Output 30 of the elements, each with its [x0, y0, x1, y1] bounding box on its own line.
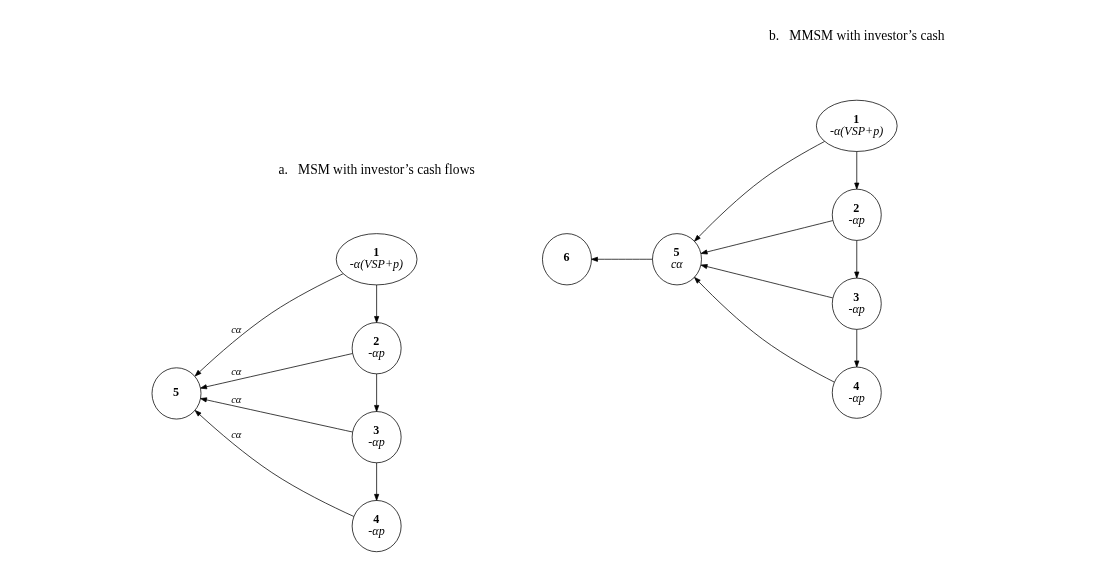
arrow [194, 273, 343, 377]
arrow [373, 284, 379, 323]
node-circle: 2 -αp [351, 322, 401, 375]
arrow [373, 373, 379, 412]
arrow [700, 264, 833, 299]
node-circle: 3 -αp [831, 277, 882, 330]
edge-label: cα [230, 324, 241, 336]
arrow [693, 141, 825, 242]
arrow [693, 277, 835, 383]
arrow [853, 151, 859, 190]
arrow [700, 220, 833, 255]
node-circle: 2 -αp [831, 188, 882, 241]
arrow [199, 353, 353, 390]
edge-label: cα [230, 429, 241, 441]
arrow [853, 329, 859, 368]
label: a. MSM with investor’s cash flows [278, 161, 475, 177]
label: b. MMSM with investor’s cash [768, 28, 945, 44]
arrow [194, 410, 354, 517]
node-circle: 3 -αp [351, 411, 401, 464]
node-circle: 6 [541, 233, 592, 286]
node-ellipse: 1 -α(VSP+p) [815, 99, 898, 152]
node-ellipse: 1 -α(VSP+p) [335, 233, 417, 286]
arrow [853, 240, 859, 279]
edge-label: cα [230, 393, 241, 405]
node-circle: 4 -αp [831, 366, 882, 419]
arrow [590, 256, 653, 262]
node-circle: 4 -αp [351, 500, 401, 553]
edge-label: cα [230, 365, 241, 377]
arrow [373, 462, 379, 501]
arrow [199, 397, 353, 433]
